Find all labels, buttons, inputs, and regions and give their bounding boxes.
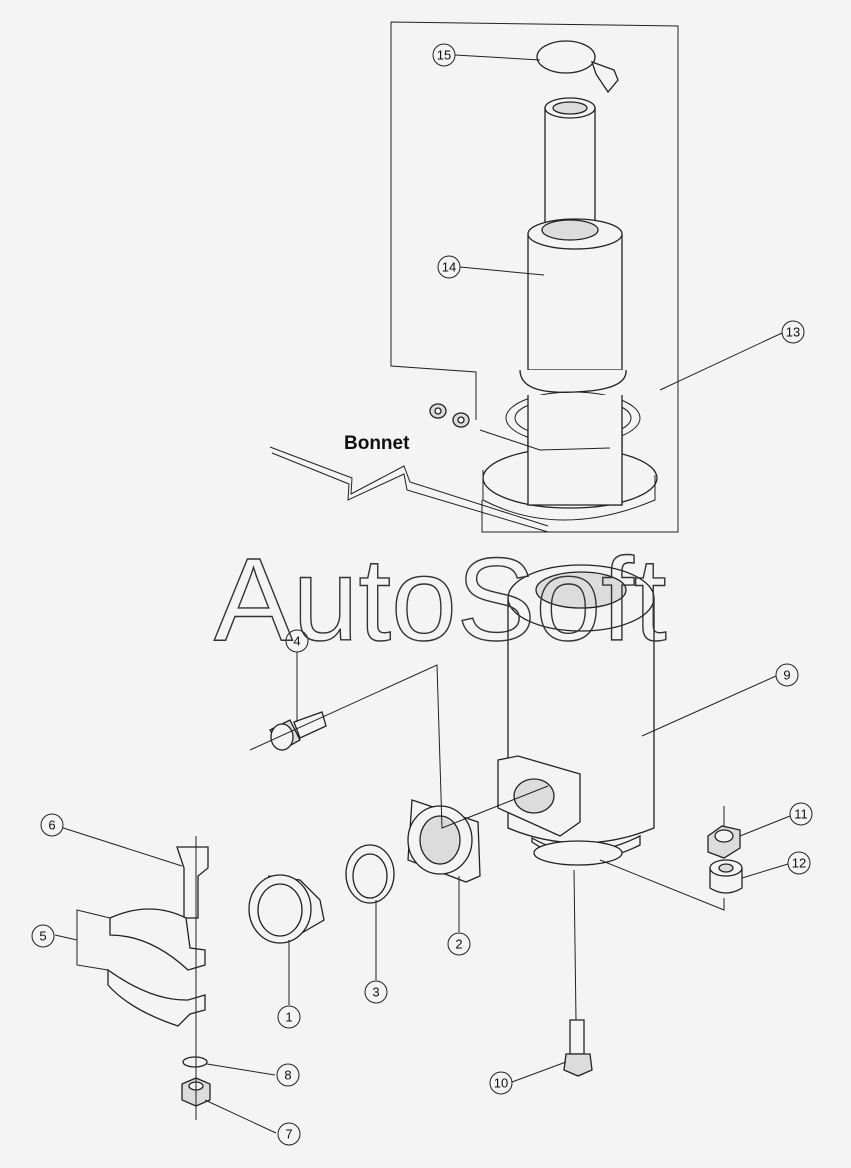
svg-text:11: 11 (794, 807, 808, 822)
callout-13: 13 (781, 320, 805, 344)
callout-4: 4 (285, 629, 309, 653)
svg-text:9: 9 (783, 668, 790, 683)
callout-6: 6 (40, 813, 64, 837)
svg-text:3: 3 (372, 985, 379, 1000)
part-body (497, 564, 655, 866)
callout-5: 5 (31, 924, 55, 948)
callout-10: 10 (489, 1071, 513, 1095)
callout-3: 3 (364, 980, 388, 1004)
callout-14: 14 (437, 255, 461, 279)
callout-11: 11 (789, 802, 813, 826)
svg-text:6: 6 (48, 818, 55, 833)
part-clamp-assembly (107, 846, 211, 1107)
leader-lines (53, 54, 791, 1134)
part-bolt-10 (563, 1019, 593, 1077)
part-bolt-4 (269, 711, 327, 751)
part-ferrule (248, 874, 325, 944)
callout-8: 8 (276, 1063, 300, 1087)
svg-text:5: 5 (39, 929, 46, 944)
bonnet-pointer-line (269, 446, 549, 533)
svg-text:7: 7 (285, 1127, 292, 1142)
callout-12: 12 (787, 851, 811, 875)
part-cap (536, 40, 619, 94)
watermark-text: AutoSoft (214, 534, 667, 666)
part-tube (527, 97, 623, 371)
callout-2: 2 (447, 932, 471, 956)
svg-text:1: 1 (285, 1010, 292, 1025)
svg-text:13: 13 (786, 325, 800, 340)
svg-text:2: 2 (455, 937, 462, 952)
part-flange (407, 799, 481, 883)
part-gasket (345, 844, 395, 904)
callout-1: 1 (277, 1005, 301, 1029)
part-clamp-ring (479, 369, 658, 521)
callout-9: 9 (775, 663, 799, 687)
svg-text:4: 4 (293, 634, 300, 649)
part-nut-spacer (707, 825, 743, 894)
svg-text:8: 8 (284, 1068, 291, 1083)
part-small-nuts (429, 403, 470, 428)
callout-15: 15 (432, 43, 456, 67)
svg-text:15: 15 (437, 48, 451, 63)
bonnet-assembly-frame (390, 21, 679, 533)
svg-text:14: 14 (442, 260, 456, 275)
callout-7: 7 (277, 1122, 301, 1146)
svg-text:10: 10 (494, 1076, 508, 1091)
svg-text:12: 12 (792, 856, 806, 871)
bonnet-label: Bonnet (344, 433, 410, 454)
